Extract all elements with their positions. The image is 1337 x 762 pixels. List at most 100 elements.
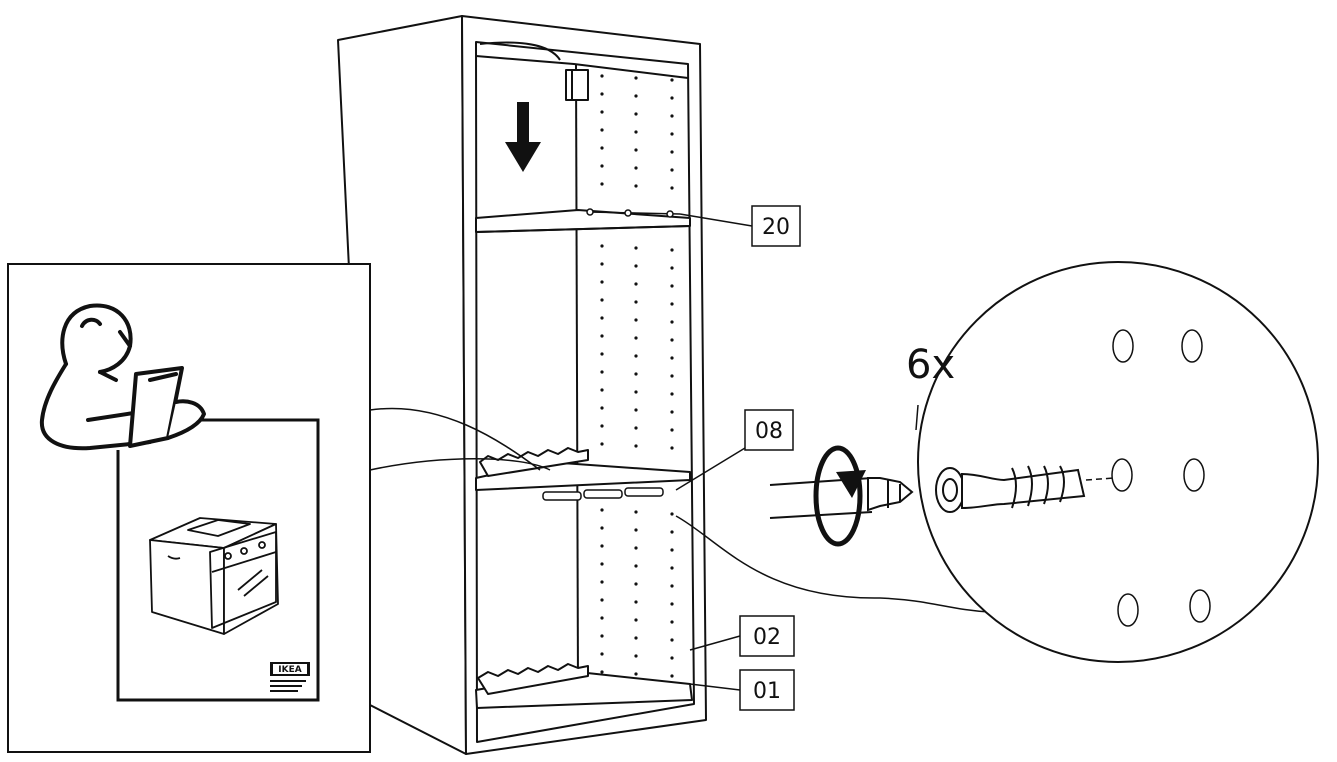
hole-dot [634,510,638,514]
hole-dot [634,264,638,268]
shelf-hole-dots [600,74,674,678]
callout-02: 02 [689,615,795,657]
rotate-clockwise-icon [813,445,866,547]
hole-dot [670,356,674,360]
hole-dot [634,246,638,250]
screwdriver-icon [769,477,914,519]
hole-dot [600,598,604,602]
hole-dot [670,338,674,342]
hole-dot [670,392,674,396]
hole-dot [600,316,604,320]
hole-dot [670,132,674,136]
hole-dot [670,78,674,82]
hole-dot [670,620,674,624]
hole-dot [600,634,604,638]
callout-01: 01 [689,669,795,711]
hole-dot [670,186,674,190]
hole-dot [600,442,604,446]
callout-08: 08 [675,409,794,491]
hole-dot [600,74,604,78]
hole-dot [634,354,638,358]
hole-dot [670,284,674,288]
detail-holes [1111,329,1211,627]
hole-dot [670,302,674,306]
hole-dot [600,652,604,656]
hole-dot [600,280,604,284]
hole-dot [670,248,674,252]
hole-dot [634,282,638,286]
hole-dot [670,602,674,606]
hole-dot [600,544,604,548]
hole-dot [600,262,604,266]
callout-01-label: 01 [753,679,781,704]
logo-text: IKEA [278,665,301,675]
hole-dot [634,112,638,116]
hole-dot [670,548,674,552]
hole-dot [670,410,674,414]
cabinet-pegs [542,208,681,501]
hole-dot [634,426,638,430]
hole-dot [634,564,638,568]
hole-dot [670,566,674,570]
hole-dot [634,166,638,170]
hole-dot [600,388,604,392]
hole-dot [634,300,638,304]
hole-dot [670,168,674,172]
hole-dot [600,128,604,132]
hole-dot [600,298,604,302]
hole-dot [634,636,638,640]
hole-dot [600,164,604,168]
hole-dot [600,334,604,338]
callout-20-label: 20 [762,215,790,240]
hole-dot [634,582,638,586]
quantity-label: 6x [906,342,955,388]
arrow-down-icon [505,102,541,172]
ikea-logo: IKEA [270,662,310,692]
hole-dot [670,638,674,642]
hole-dot [634,654,638,658]
hole-dot [670,114,674,118]
hole-dot [670,428,674,432]
hole-dot [634,618,638,622]
hole-dot [634,600,638,604]
hole-dot [670,656,674,660]
hole-dot [634,372,638,376]
shelf-support-peg-icon [935,465,1086,513]
hole-dot [600,670,604,674]
hole-dot [670,266,674,270]
hole-dot [600,182,604,186]
hole-dot [634,528,638,532]
hole-dot [670,150,674,154]
hole-dot [634,408,638,412]
hole-dot [634,130,638,134]
hole-dot [600,406,604,410]
hole-dot [634,336,638,340]
built-in-oven-icon [149,517,279,635]
hole-dot [600,526,604,530]
hole-dot [600,110,604,114]
hole-dot [634,148,638,152]
hole-dot [600,244,604,248]
hole-dot [670,530,674,534]
hole-dot [600,562,604,566]
hole-dot [670,374,674,378]
hole-dot [634,546,638,550]
hole-dot [670,96,674,100]
hole-dot [600,616,604,620]
hole-dot [670,584,674,588]
hole-dot [600,92,604,96]
hole-dot [600,424,604,428]
hole-dot [670,674,674,678]
hole-dot [600,352,604,356]
detail-circle [917,261,1319,663]
hole-dot [634,444,638,448]
hole-dot [670,446,674,450]
callout-02-label: 02 [753,625,781,650]
callout-08-label: 08 [755,419,783,444]
hole-dot [634,390,638,394]
hole-dot [634,76,638,80]
callout-20: 20 [679,205,801,247]
hole-dot [600,508,604,512]
